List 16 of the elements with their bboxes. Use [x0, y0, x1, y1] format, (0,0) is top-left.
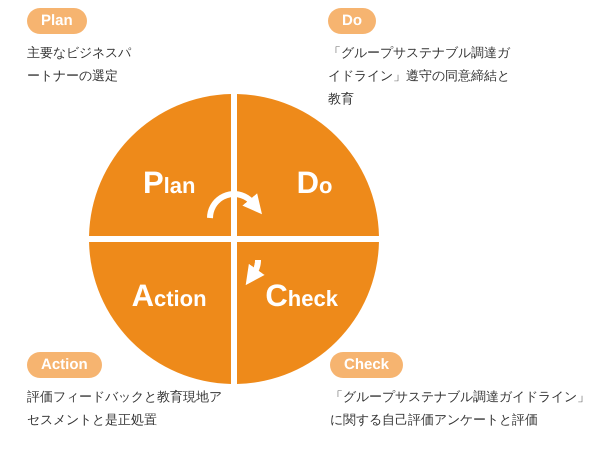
quadrant-segment	[89, 94, 231, 236]
description-text: 主要なビジネスパートナーの選定	[27, 45, 132, 86]
description-text: 「グループサステナブル調達ガイドライン」遵守の同意締結と教育	[328, 45, 512, 109]
curved-arrow	[207, 191, 262, 218]
curved-arrow	[246, 258, 265, 286]
description-text: 「グループサステナブル調達ガイドライン」に関する自己評価アンケートと評価	[330, 389, 591, 430]
phase-label: Plan	[142, 165, 196, 201]
phase-label: Action	[132, 278, 207, 314]
phase-tag: Do	[328, 8, 376, 34]
phase-tag: Check	[330, 352, 404, 378]
phase-tag: Plan	[27, 8, 87, 34]
quadrant-segment	[89, 242, 231, 384]
description-text: 評価フィードバックと教育現地アセスメントと是正処置	[27, 388, 223, 430]
phase-label: Check	[265, 278, 338, 314]
phase-label: Do	[296, 165, 332, 201]
phase-tag: Action	[27, 352, 102, 378]
